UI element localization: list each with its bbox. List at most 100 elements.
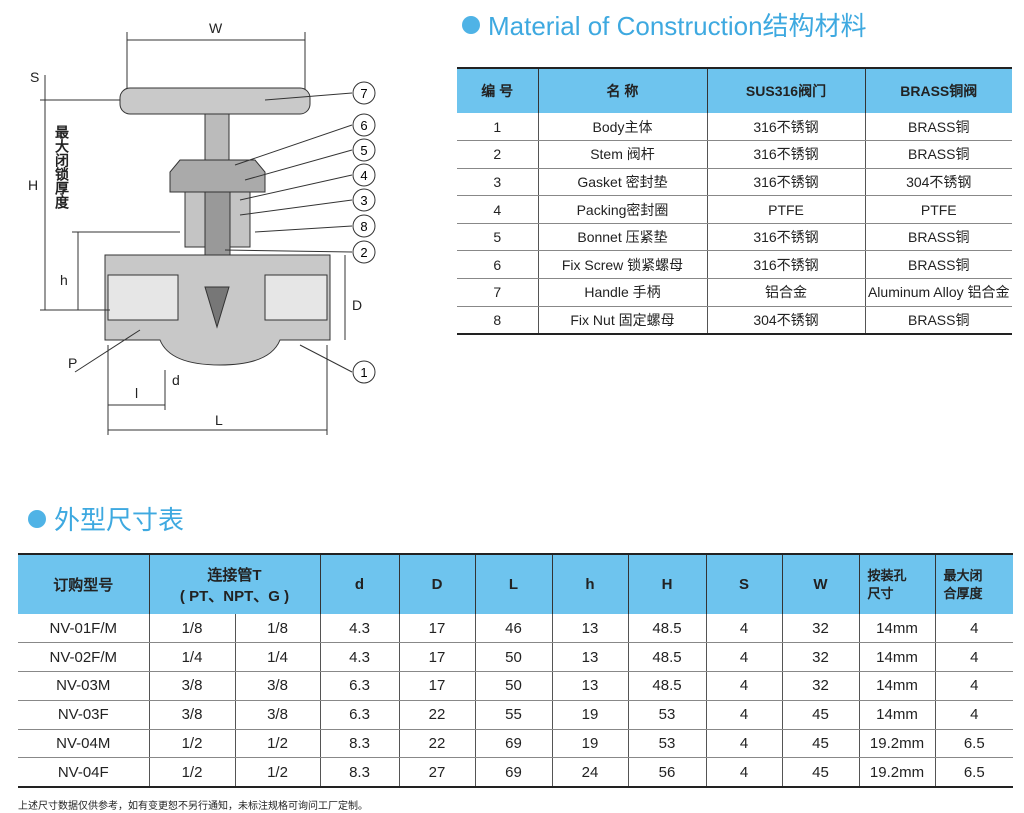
callout-circle bbox=[352, 188, 376, 212]
table-cell: NV-04F bbox=[18, 757, 150, 788]
table-cell: 50 bbox=[474, 671, 553, 701]
table-cell: 316不锈钢 bbox=[706, 168, 866, 197]
callout-circle bbox=[352, 163, 376, 187]
table-cell: 3/8 bbox=[234, 671, 321, 701]
table-cell: 14mm bbox=[858, 671, 936, 701]
table-cell: 19.2mm bbox=[858, 729, 936, 759]
header-D-upper: D bbox=[398, 554, 476, 614]
header-mount-hole-line2: 尺寸 bbox=[867, 585, 894, 601]
table-cell: 13 bbox=[551, 671, 629, 701]
table-cell: 304不锈钢 bbox=[864, 168, 1012, 197]
header-brass: BRASS铜阀 bbox=[864, 68, 1012, 113]
table-cell: 4.3 bbox=[319, 614, 400, 644]
table-cell: 19 bbox=[551, 700, 629, 730]
table-cell: 48.5 bbox=[627, 671, 707, 701]
table-cell: 3/8 bbox=[234, 700, 321, 730]
table-cell: 48.5 bbox=[627, 642, 707, 673]
table-cell: Body主体 bbox=[537, 113, 708, 142]
table-cell: Gasket 密封垫 bbox=[537, 168, 708, 197]
callout-number: 2 bbox=[360, 245, 367, 260]
header-number: 编 号 bbox=[457, 68, 539, 113]
dim-label-W: W bbox=[209, 20, 223, 36]
table-cell: 6.5 bbox=[934, 729, 1013, 759]
header-L: L bbox=[474, 554, 553, 614]
table-cell: 4 bbox=[934, 700, 1013, 730]
table-cell: 8 bbox=[457, 306, 539, 335]
table-cell: 1/2 bbox=[148, 729, 236, 759]
table-cell: 46 bbox=[474, 614, 553, 644]
table-cell: 1/8 bbox=[148, 614, 236, 644]
table-cell: 316不锈钢 bbox=[706, 223, 866, 252]
header-sus316: SUS316阀门 bbox=[706, 68, 866, 113]
table-cell: 45 bbox=[781, 757, 860, 788]
callout-circle bbox=[352, 113, 376, 137]
bullet-dot-icon bbox=[462, 15, 480, 34]
table-cell: BRASS铜 bbox=[864, 113, 1012, 142]
table-cell: 1/4 bbox=[148, 642, 236, 673]
table-cell: 22 bbox=[398, 700, 476, 730]
callout-number: 5 bbox=[360, 143, 367, 158]
table-cell: 4 bbox=[705, 729, 783, 759]
table-cell: 1/2 bbox=[148, 757, 236, 788]
table-cell: 17 bbox=[398, 614, 476, 644]
table-cell: 4 bbox=[457, 195, 539, 224]
callout-circle bbox=[352, 240, 376, 264]
dim-label-l: l bbox=[135, 385, 138, 401]
table-cell: Packing密封圈 bbox=[537, 195, 708, 224]
table-cell: 316不锈钢 bbox=[706, 250, 866, 280]
table-cell: 4 bbox=[705, 757, 783, 788]
dim-label-H: H bbox=[28, 177, 38, 193]
table-cell: 铝合金 bbox=[706, 278, 866, 307]
table-cell: BRASS铜 bbox=[864, 306, 1012, 335]
table-cell: 4 bbox=[705, 614, 783, 644]
dimension-table: 订购型号 连接管T( PT、NPT、G ) d D L h H S W 按装孔尺… bbox=[18, 553, 1013, 788]
table-cell: PTFE bbox=[864, 195, 1012, 224]
table-cell: 32 bbox=[781, 671, 860, 701]
callout-circle bbox=[352, 81, 376, 105]
table-cell: 19 bbox=[551, 729, 629, 759]
table-cell: 6.3 bbox=[319, 671, 400, 701]
table-cell: 3/8 bbox=[148, 671, 236, 701]
footnote: 上述尺寸数据仅供参考，如有变更恕不另行通知，未标注规格可询问工厂定制。 bbox=[18, 801, 368, 812]
table-cell: 53 bbox=[627, 729, 707, 759]
header-d: d bbox=[319, 554, 400, 614]
table-cell: 69 bbox=[474, 757, 553, 788]
table-cell: 48.5 bbox=[627, 614, 707, 644]
table-cell: 316不锈钢 bbox=[706, 113, 866, 142]
callout-circle bbox=[352, 138, 376, 162]
table-cell: NV-02F/M bbox=[18, 642, 150, 673]
table-cell: 4 bbox=[705, 671, 783, 701]
table-cell: 17 bbox=[398, 671, 476, 701]
table-cell: NV-01F/M bbox=[18, 614, 150, 644]
table-cell: 14mm bbox=[858, 700, 936, 730]
callout-circle bbox=[352, 214, 376, 238]
table-cell: Stem 阀杆 bbox=[537, 140, 708, 169]
table-cell: BRASS铜 bbox=[864, 250, 1012, 280]
max-thickness-label: 最大闭锁厚度 bbox=[54, 124, 70, 210]
table-cell: 6 bbox=[457, 250, 539, 280]
callout-number: 8 bbox=[360, 219, 367, 234]
header-max-thickness: 最大闭合厚度 bbox=[934, 554, 1013, 614]
dim-label-d: d bbox=[172, 372, 180, 388]
table-cell: 22 bbox=[398, 729, 476, 759]
table-cell: 4 bbox=[705, 642, 783, 673]
callout-circle bbox=[352, 360, 376, 384]
table-cell: 7 bbox=[457, 278, 539, 307]
table-cell: 24 bbox=[551, 757, 629, 788]
table-cell: 19.2mm bbox=[858, 757, 936, 788]
table-cell: 13 bbox=[551, 614, 629, 644]
table-cell: Bonnet 压紧垫 bbox=[537, 223, 708, 252]
header-name: 名 称 bbox=[537, 68, 708, 113]
table-cell: 55 bbox=[474, 700, 553, 730]
header-S: S bbox=[705, 554, 783, 614]
material-title-text: Material of Construction结构材料 bbox=[488, 11, 867, 41]
